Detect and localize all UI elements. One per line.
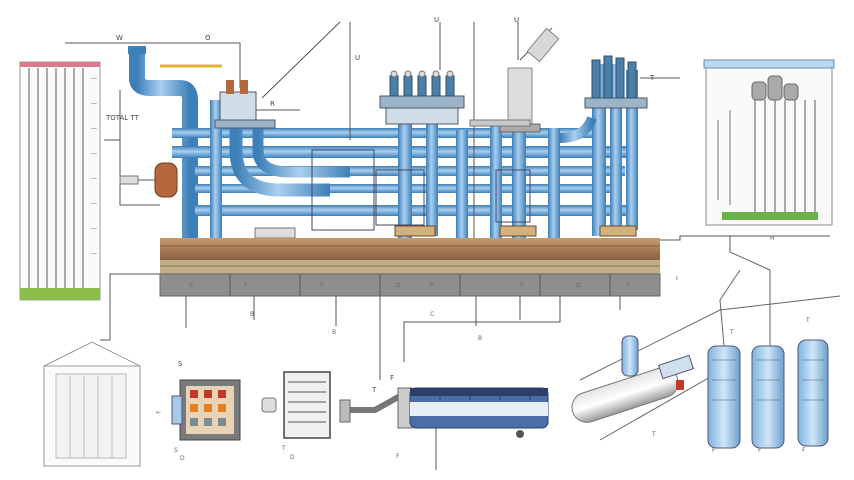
drum-caption: F bbox=[396, 453, 400, 460]
base-platform bbox=[159, 238, 661, 297]
horizontal-vessel bbox=[571, 335, 695, 423]
base-label-1: F bbox=[244, 282, 248, 289]
transformer-caption-2: D bbox=[290, 454, 295, 461]
svg-text:—: — bbox=[91, 175, 97, 182]
base-label-2: T bbox=[319, 282, 324, 289]
transformer-tag: T bbox=[371, 386, 377, 394]
under-label-3: C bbox=[430, 311, 434, 318]
upper-left-valve-assembly bbox=[214, 80, 300, 129]
right-manifold-tower bbox=[584, 55, 680, 109]
svg-text:—: — bbox=[91, 200, 97, 207]
filter-drum bbox=[339, 387, 549, 470]
cabinet-caption-1: S bbox=[174, 447, 178, 454]
left-radiator-panel: — — — — — — — — bbox=[19, 61, 101, 301]
under-label-5: H bbox=[770, 235, 775, 242]
base-labels: C F T O P T O T bbox=[190, 282, 630, 289]
tank-caption-2: F bbox=[758, 447, 762, 454]
base-label-6: O bbox=[576, 282, 581, 289]
under-label-4: B bbox=[478, 335, 482, 342]
mid-stack bbox=[469, 67, 541, 133]
right-mid-tag: I bbox=[676, 275, 678, 282]
tank-caption-3: F bbox=[802, 447, 806, 454]
vessel-tag-1: T bbox=[729, 329, 734, 336]
control-cabinet bbox=[171, 379, 241, 441]
top-left-tag-a: W bbox=[116, 34, 123, 42]
under-label-2: B bbox=[332, 329, 336, 336]
transformer-caption-1: T bbox=[281, 445, 286, 452]
base-label-0: C bbox=[190, 282, 194, 289]
tank-top-tag: T bbox=[805, 317, 810, 324]
cabinet-tag: S bbox=[178, 360, 183, 368]
vessel-tag-2: T bbox=[651, 431, 656, 438]
drum-tag: F bbox=[390, 374, 394, 382]
svg-text:—: — bbox=[91, 75, 97, 82]
base-label-4: P bbox=[430, 282, 434, 289]
storage-tanks bbox=[707, 251, 829, 449]
svg-text:—: — bbox=[91, 150, 97, 157]
riser-tag-b: U bbox=[434, 16, 439, 24]
left-small-tank bbox=[119, 162, 178, 198]
under-slab-lines bbox=[100, 235, 830, 380]
svg-text:—: — bbox=[91, 100, 97, 107]
pipe-rack bbox=[128, 46, 638, 240]
rack-frames bbox=[311, 149, 531, 231]
cabinet-caption-2: D bbox=[180, 455, 185, 462]
upper-mid-tag: U bbox=[355, 54, 360, 62]
bottom-left-building bbox=[43, 341, 141, 467]
under-slab-labels: B B C B H bbox=[250, 235, 775, 342]
riser-tag-a: R bbox=[270, 100, 275, 108]
right-manifold-tag: T bbox=[649, 74, 655, 82]
left-connectors bbox=[65, 42, 241, 206]
base-label-3: O bbox=[396, 282, 401, 289]
left-side-tag: TOTAL TT bbox=[105, 114, 140, 122]
under-label-1: B bbox=[250, 311, 254, 318]
central-manifold bbox=[379, 70, 465, 125]
top-leader-lines bbox=[261, 21, 553, 245]
riser-tag-c: U bbox=[514, 16, 519, 24]
side-marker: ← bbox=[156, 409, 161, 416]
svg-text:—: — bbox=[91, 225, 97, 232]
top-left-tag-b: O bbox=[205, 34, 211, 42]
base-label-7: T bbox=[625, 282, 630, 289]
tank-caption-1: F bbox=[712, 447, 716, 454]
transformer-unit bbox=[261, 371, 331, 439]
right-exchanger-panel bbox=[703, 59, 835, 226]
svg-text:—: — bbox=[91, 250, 97, 257]
base-label-5: T bbox=[519, 282, 524, 289]
svg-text:—: — bbox=[91, 125, 97, 132]
